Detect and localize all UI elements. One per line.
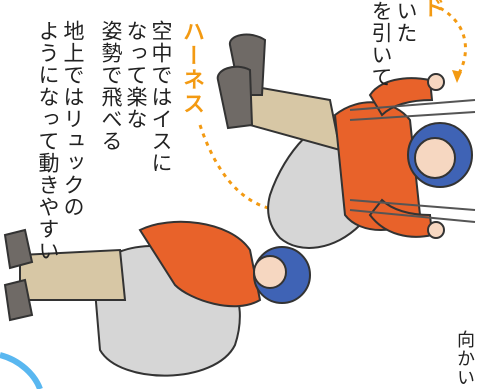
flying-boot-2 (216, 65, 254, 130)
top-line-2: を引いて (369, 0, 393, 88)
dotted-arrow-top (439, 6, 467, 76)
blue-ring-arc (0, 352, 43, 389)
harness-line-4: 地上ではリュックの (61, 20, 85, 218)
arrow-head-top (452, 70, 462, 83)
ground-boot-2 (3, 278, 34, 322)
harness-heading: ハーネス (179, 20, 204, 116)
harness-line-1: 空中ではイスに (149, 20, 173, 174)
ground-face (253, 255, 287, 289)
flying-hand-top (427, 73, 445, 91)
dotted-arrow-harness (198, 124, 279, 212)
flying-face (414, 137, 456, 179)
harness-line-3: 姿勢で飛べる (99, 20, 123, 152)
harness-line-2: なって楽な (124, 20, 148, 130)
ground-jacket (138, 220, 262, 308)
top-heading-partial: ド (419, 0, 444, 20)
flying-hand-bottom (427, 221, 445, 239)
right-text: 向かい (454, 330, 475, 387)
harness-seat (267, 116, 362, 249)
harness-line-5: ようになって動きやすい (36, 20, 60, 262)
risers (349, 99, 476, 223)
ground-boot-1 (3, 228, 34, 270)
top-line-1: いた (394, 0, 418, 44)
flying-arm-top (368, 77, 434, 117)
